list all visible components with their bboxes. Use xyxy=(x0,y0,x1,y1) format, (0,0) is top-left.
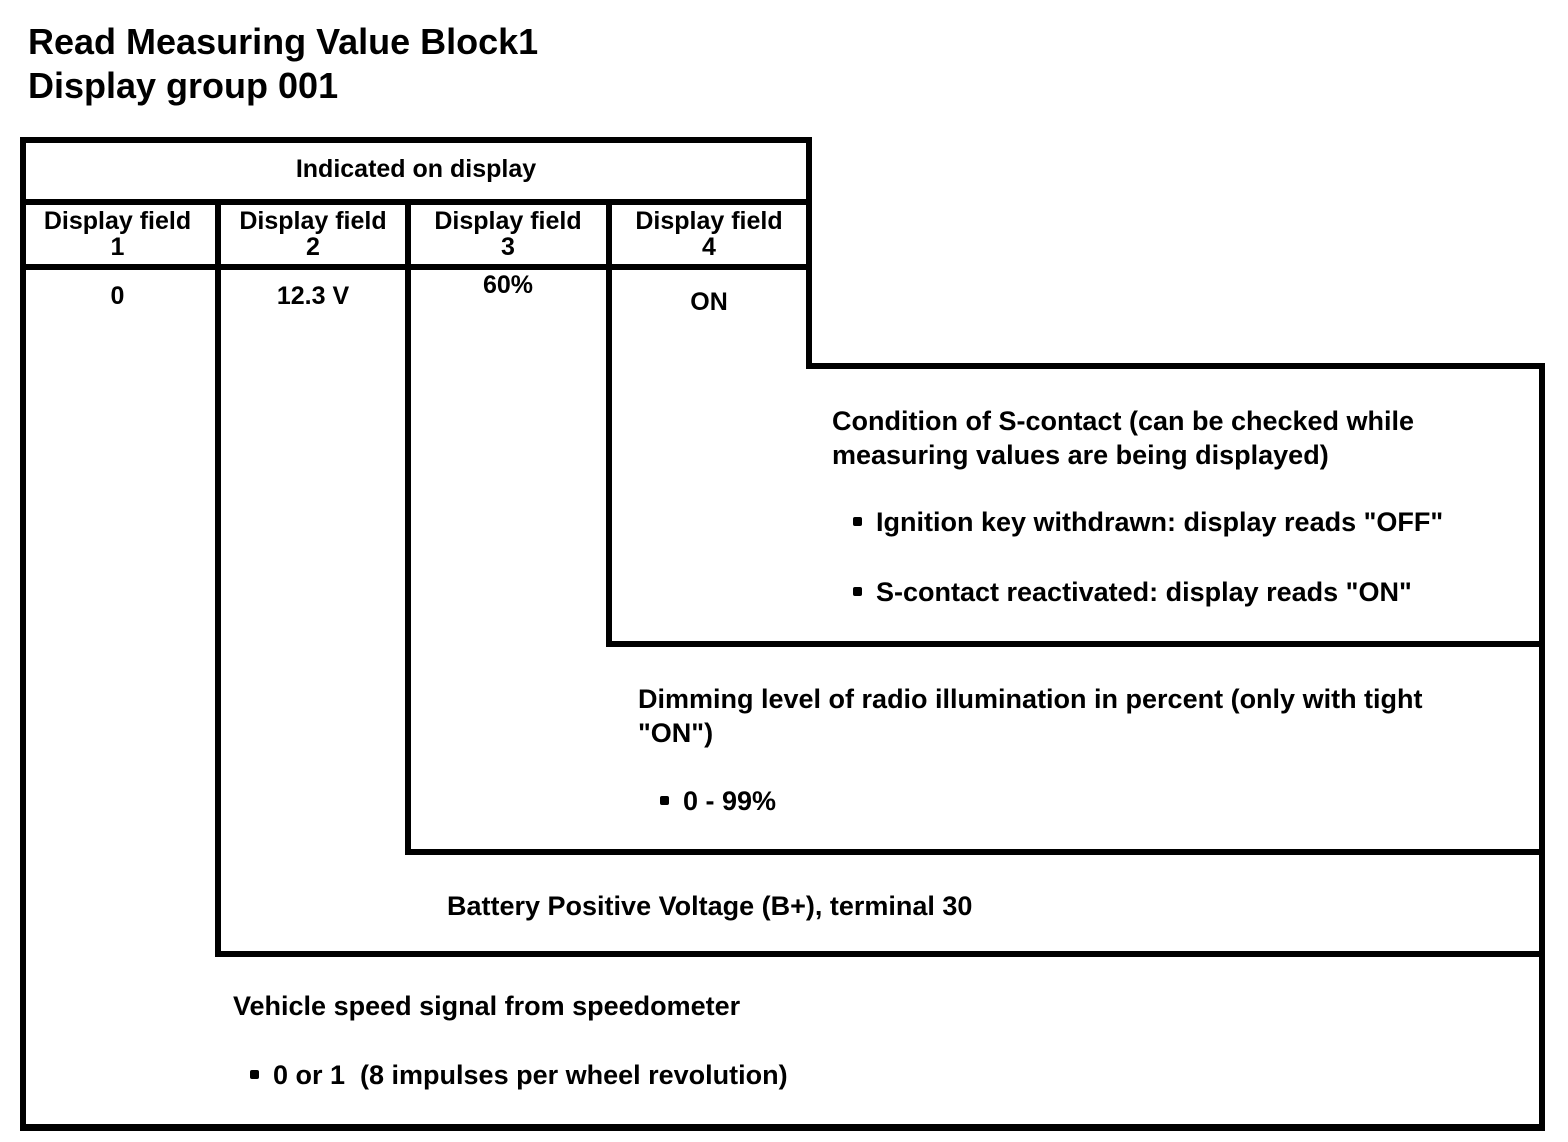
column-header-display-field-2: Display field 2 xyxy=(215,208,411,260)
column-header-number: 1 xyxy=(110,233,125,261)
column-divider-1-connector xyxy=(215,199,221,957)
column-header-display-field-1: Display field 1 xyxy=(20,208,215,260)
field3-bullet-1-text: 0 - 99% xyxy=(683,786,777,816)
field4-bullet-1-text: Ignition key withdrawn: display reads "O… xyxy=(876,507,1444,537)
column-header-number: 4 xyxy=(702,233,716,261)
column-header-label: Display field xyxy=(239,207,387,235)
page-title: Read Measuring Value Block1 xyxy=(28,21,539,62)
value-display-field-4: ON xyxy=(690,288,728,316)
value-display-field-2: 12.3 V xyxy=(276,282,350,310)
bullet-dot-icon xyxy=(660,796,669,805)
bullet-dot-icon xyxy=(853,587,862,596)
diagram-border-left xyxy=(20,137,26,1131)
field4-description-line1: Condition of S-contact (can be checked w… xyxy=(832,406,1415,436)
value-display-field-3: 60% xyxy=(482,271,534,299)
field1-description-line1: Vehicle speed signal from speedometer xyxy=(233,991,741,1021)
field4-box-top-line xyxy=(806,363,1545,369)
column-header-number: 2 xyxy=(306,233,320,261)
table-header-indicated-on-display: Indicated on display xyxy=(295,155,537,183)
field4-bullet-1: Ignition key withdrawn: display reads "O… xyxy=(853,505,1443,539)
table-row-divider-1 xyxy=(20,199,812,205)
column-header-label: Display field xyxy=(43,207,192,235)
diagram-border-bottom xyxy=(20,1124,1545,1131)
field3-bullet-1: 0 - 99% xyxy=(660,784,776,818)
diagram-border-right xyxy=(1539,363,1545,1131)
page-subtitle: Display group 001 xyxy=(28,65,339,106)
field4-bullet-2-text: S-contact reactivated: display reads "ON… xyxy=(876,577,1412,607)
column-header-display-field-3: Display field 3 xyxy=(405,208,611,260)
column-header-number: 3 xyxy=(501,233,515,261)
column-header-display-field-4: Display field 4 xyxy=(606,208,812,260)
column-header-label: Display field xyxy=(635,207,783,235)
column-header-label: Display field xyxy=(434,207,582,235)
field1-bullet-1-text: 0 or 1 (8 impulses per wheel revolution) xyxy=(273,1060,788,1090)
field3-box-bottom-line xyxy=(405,849,1545,855)
table-border-right-connector xyxy=(806,137,812,369)
field2-box-bottom-line xyxy=(215,951,1545,957)
column-divider-2-connector xyxy=(405,199,411,855)
field4-bullet-2: S-contact reactivated: display reads "ON… xyxy=(853,575,1412,609)
field4-description-line2: measuring values are being displayed) xyxy=(832,440,1329,470)
column-divider-3-connector xyxy=(606,199,612,647)
field1-bullet-1: 0 or 1 (8 impulses per wheel revolution) xyxy=(250,1058,788,1092)
bullet-dot-icon xyxy=(853,517,862,526)
field3-description-line1: Dimming level of radio illumination in p… xyxy=(638,684,1423,714)
value-display-field-1: 0 xyxy=(110,282,125,310)
field2-description-line1: Battery Positive Voltage (B+), terminal … xyxy=(447,891,973,921)
table-row-divider-2 xyxy=(20,264,812,270)
field4-box-bottom-line xyxy=(606,641,1545,647)
bullet-dot-icon xyxy=(250,1070,259,1079)
field3-description-line2: "ON") xyxy=(638,718,714,748)
table-border-top xyxy=(20,137,812,143)
